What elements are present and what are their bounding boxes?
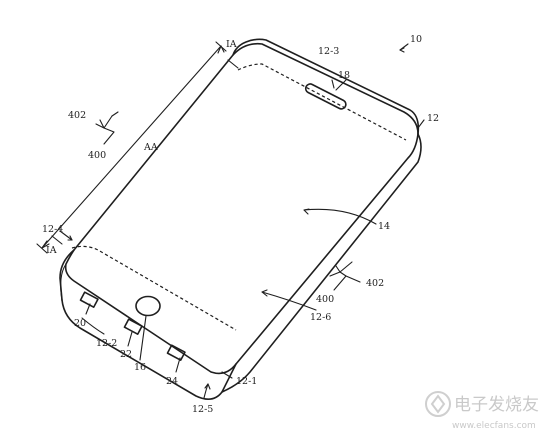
device-top-face: [64, 42, 419, 375]
watermark: 电子发烧友 www.elecfans.com: [425, 391, 539, 431]
leader-20: [85, 303, 91, 315]
arrowhead-12-5: [204, 383, 211, 390]
leader-12-1: [221, 371, 233, 379]
arrowhead-12-4: [67, 235, 73, 241]
device-left-side-line: [60, 263, 67, 301]
home-button: [135, 295, 161, 317]
section-mark-left: [95, 111, 119, 145]
dimension-tick-ia-top: [227, 59, 239, 69]
leader-22: [127, 331, 133, 347]
reference-labels: 10 12 12-3 18 14 12-6 IA AA 402 400 12-4…: [42, 34, 439, 415]
side-ports: [79, 291, 186, 361]
display-bottom-border: [71, 245, 237, 331]
label-12-2: 12-2: [96, 338, 117, 349]
device-body: [59, 38, 422, 400]
leader-18: [335, 79, 347, 91]
leader-12-4: [59, 230, 73, 241]
label-18: 18: [338, 70, 350, 81]
section-zigzag-left: [103, 115, 115, 145]
leader-12-6: [261, 291, 317, 311]
label-ia-top: IA: [226, 39, 237, 50]
section-arrow-left: [95, 119, 105, 129]
label-ia-bottom: IA: [46, 245, 57, 256]
arrowhead-top: [217, 45, 225, 54]
label-16: 16: [134, 362, 146, 373]
display-borders: [71, 63, 407, 331]
device-top-edge: [232, 38, 420, 135]
speaker-slot: [304, 83, 347, 110]
watermark-logo-mark: [430, 394, 446, 414]
device-left-edge: [59, 249, 75, 301]
watermark-url: www.elecfans.com: [452, 421, 536, 431]
label-10: 10: [410, 34, 422, 45]
arrowhead-bottom: [41, 240, 50, 249]
arrowhead-14: [303, 208, 310, 215]
label-402-left: 402: [68, 110, 86, 121]
label-12: 12: [427, 113, 439, 124]
label-12-3: 12-3: [318, 46, 339, 57]
arrowhead-10: [399, 47, 405, 53]
device-right-edge: [221, 133, 422, 393]
port-22: [123, 318, 143, 335]
leader-14: [303, 208, 377, 225]
device-bottom-front-face: [61, 299, 237, 400]
label-22: 22: [120, 349, 132, 360]
section-zigzag-right: [333, 261, 353, 291]
leader-16: [139, 315, 147, 361]
label-402-right: 402: [366, 278, 384, 289]
leader-12: [417, 119, 425, 129]
section-mark-right: [329, 261, 361, 291]
section-tail-right: [345, 275, 361, 283]
leader-12-2: [81, 317, 105, 335]
port-20: [79, 291, 99, 308]
section-arrow-right: [329, 265, 341, 277]
port-24: [166, 344, 186, 361]
watermark-text: 电子发烧友: [454, 395, 539, 415]
dimension-tick-ia-bottom: [51, 235, 63, 245]
watermark-logo-icon: [425, 391, 451, 417]
label-24: 24: [166, 376, 178, 387]
dimension-lines: [36, 41, 239, 254]
label-aa: AA: [143, 142, 158, 153]
label-14: 14: [378, 221, 390, 232]
label-400-right: 400: [316, 294, 334, 305]
label-400-left: 400: [88, 150, 106, 161]
label-12-5: 12-5: [192, 404, 213, 415]
section-tail-left: [111, 111, 119, 117]
leader-12-3: [331, 79, 335, 89]
dimension-line-main: [41, 45, 222, 249]
label-12-1: 12-1: [236, 376, 257, 387]
leader-lines: [59, 43, 425, 399]
leader-24: [175, 357, 181, 373]
label-12-4: 12-4: [42, 224, 63, 235]
display-top-border: [237, 63, 407, 141]
label-20: 20: [74, 318, 86, 329]
label-12-6: 12-6: [310, 312, 331, 323]
arrowhead-12-6: [261, 289, 268, 297]
